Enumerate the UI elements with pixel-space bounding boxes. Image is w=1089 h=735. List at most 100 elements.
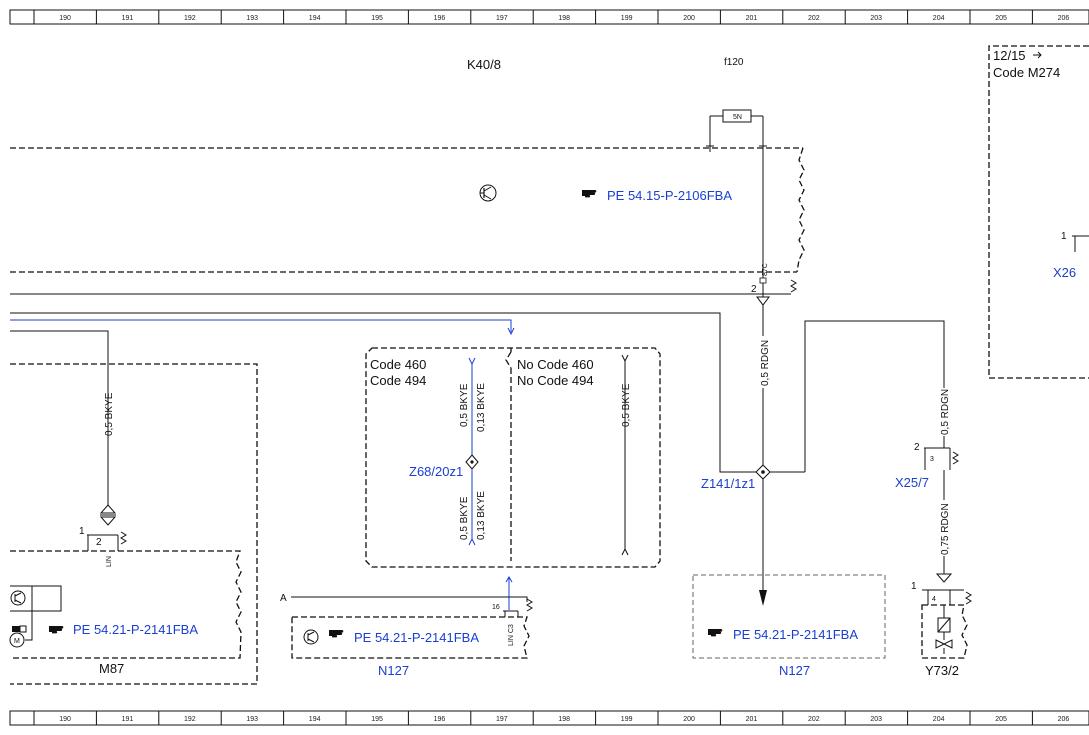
f120-label: f120 <box>724 57 744 68</box>
pe-2141-n127-left-link[interactable]: PE 54.21-P-2141FBA <box>329 630 479 645</box>
svg-text:0,5 BKYE: 0,5 BKYE <box>459 496 470 540</box>
n127-left-connector: 16 LIN C3 <box>492 598 533 646</box>
m87-box <box>10 363 258 685</box>
ruler-number: 199 <box>621 15 633 22</box>
ruler-number: 202 <box>808 15 820 22</box>
m87-connector: 1 2 LIN <box>79 504 127 567</box>
solenoid-valve-icon <box>935 605 953 654</box>
ruler-number: 197 <box>496 716 508 723</box>
pe-2141-m87-link[interactable]: PE 54.21-P-2141FBA <box>49 622 198 637</box>
pointing-hand-icon <box>582 190 597 198</box>
z68-label[interactable]: Z68/20z1 <box>409 464 463 479</box>
svg-text:LIN C3: LIN C3 <box>508 624 515 646</box>
n127-right-box <box>692 574 886 659</box>
pe-2106-text[interactable]: PE 54.15-P-2106FBA <box>607 188 732 203</box>
svg-text:PE 54.21-P-2141FBA[interactable]: PE 54.21-P-2141FBA <box>73 622 198 637</box>
svg-text:2: 2 <box>96 537 102 548</box>
ruler-number: 201 <box>746 15 758 22</box>
ruler-number: 192 <box>184 716 196 723</box>
svg-text:2: 2 <box>751 284 757 295</box>
transistor-icon <box>303 629 319 645</box>
n127-right-label[interactable]: N127 <box>779 663 810 678</box>
ruler-number: 201 <box>746 716 758 723</box>
ruler-number: 193 <box>246 15 258 22</box>
svg-text:Code 460: Code 460 <box>370 357 426 372</box>
y73-2-box <box>921 604 968 659</box>
svg-text:0,5 RDGN: 0,5 RDGN <box>940 389 951 435</box>
code-m274-label: Code M274 <box>993 65 1060 80</box>
ruler-number: 198 <box>558 716 570 723</box>
svg-text:5N: 5N <box>733 114 742 121</box>
bkye-right-branch: 0,5 BKYE <box>621 354 632 556</box>
ruler-number: 196 <box>434 716 446 723</box>
ruler-number: 206 <box>1058 716 1070 723</box>
z141-label[interactable]: Z141/1z1 <box>701 476 755 491</box>
ruler-number: 197 <box>496 15 508 22</box>
svg-text:1: 1 <box>1061 231 1067 242</box>
svg-text:2: 2 <box>914 442 920 453</box>
pointing-hand-icon <box>329 630 344 638</box>
svg-text:0,5 BKYE: 0,5 BKYE <box>459 383 470 427</box>
fuse-f120: 5N <box>706 109 767 152</box>
svg-text:No Code 494: No Code 494 <box>517 373 594 388</box>
ruler-number: 192 <box>184 15 196 22</box>
ruler-number: 198 <box>558 15 570 22</box>
pe-2106-link[interactable]: PE 54.15-P-2106FBA <box>582 188 732 203</box>
ruler-number: 203 <box>870 716 882 723</box>
ruler-number: 194 <box>309 716 321 723</box>
k40-8-label: K40/8 <box>467 57 501 72</box>
ruler-number: 199 <box>621 716 633 723</box>
svg-text:1: 1 <box>911 581 917 592</box>
z68-branch: 0,5 BKYE 0,13 BKYE 0,5 BKYE 0,13 BKYE <box>459 357 487 546</box>
ruler-number: 205 <box>995 15 1007 22</box>
code-460-box <box>365 347 661 568</box>
svg-text:0,75 RDGN: 0,75 RDGN <box>940 503 951 555</box>
svg-text:4: 4 <box>932 596 936 603</box>
code-m274-ref: 12/15 <box>993 48 1026 63</box>
pe-2141-n127-right-link[interactable]: PE 54.21-P-2141FBA <box>708 627 858 642</box>
y73-2-connector: 1 4 <box>911 573 972 605</box>
ruler-number: 203 <box>870 15 882 22</box>
x25-7-connector: 2 3 0,75 RDGN <box>914 442 959 574</box>
ruler-number: 200 <box>683 15 695 22</box>
svg-text:PE 54.21-P-2141FBA[interactable]: PE 54.21-P-2141FBA <box>733 627 858 642</box>
svg-text:M: M <box>14 638 20 645</box>
n127-left-label[interactable]: N127 <box>378 663 409 678</box>
svg-text:0,13 BKYE: 0,13 BKYE <box>476 491 487 540</box>
x26-label[interactable]: X26 <box>1053 265 1076 280</box>
x25-7-label[interactable]: X25/7 <box>895 475 929 490</box>
svg-text:0,5 RDGN: 0,5 RDGN <box>760 340 771 386</box>
y73-2-label: Y73/2 <box>925 663 959 678</box>
svg-text:87C: 87C <box>762 263 769 276</box>
ruler-number: 191 <box>122 15 134 22</box>
ruler-number: 195 <box>371 15 383 22</box>
svg-text:No Code 460: No Code 460 <box>517 357 594 372</box>
code-m274-box <box>988 45 1089 379</box>
k40-8-box <box>10 147 805 273</box>
pointing-hand-icon <box>49 626 64 634</box>
z141-splice <box>755 464 771 480</box>
ruler-number: 205 <box>995 716 1007 723</box>
ruler-number: 190 <box>59 15 71 22</box>
ruler-number: 193 <box>246 716 258 723</box>
m87-internals: M <box>9 585 62 648</box>
svg-text:Code 494: Code 494 <box>370 373 426 388</box>
svg-text:3: 3 <box>930 456 934 463</box>
ruler-number: 195 <box>371 716 383 723</box>
svg-text:0,5 BKYE: 0,5 BKYE <box>104 392 115 436</box>
ruler-number: 200 <box>683 716 695 723</box>
pointing-hand-icon <box>708 629 723 637</box>
ruler-number: 191 <box>122 716 134 723</box>
ruler-number: 204 <box>933 15 945 22</box>
ruler-number: 204 <box>933 716 945 723</box>
ruler-number: 194 <box>309 15 321 22</box>
svg-text:0,5 BKYE: 0,5 BKYE <box>621 383 632 427</box>
ruler-number: 202 <box>808 716 820 723</box>
svg-text:16: 16 <box>492 604 500 611</box>
n127-left-box <box>291 616 530 659</box>
m87-label: M87 <box>99 661 124 676</box>
ruler-number: 190 <box>59 716 71 723</box>
svg-text:PE 54.21-P-2141FBA[interactable]: PE 54.21-P-2141FBA <box>354 630 479 645</box>
